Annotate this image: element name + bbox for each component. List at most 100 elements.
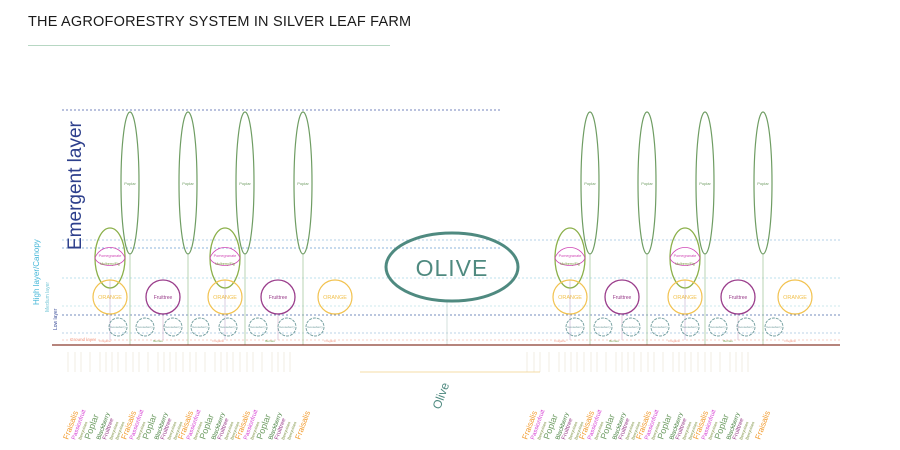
poplar-label: Poplar	[641, 181, 653, 186]
gooseberry-label: Gooseberry	[766, 325, 782, 329]
bottom-plant-label: Berryvines	[573, 421, 584, 440]
bottom-plant-labels: FraisalisPassionfruitBerryvinesPoplarBla…	[61, 352, 772, 441]
pomegranate-canopy	[94, 227, 126, 289]
gooseberry-label: Gooseberry	[137, 325, 153, 329]
bottom-plant-label: Berryvines	[249, 421, 260, 440]
gooseberry-shrub	[277, 317, 297, 337]
poplar-canopy	[235, 111, 255, 255]
gooseberry-label: Gooseberry	[682, 325, 698, 329]
title-divider	[28, 45, 390, 46]
orange-canopy	[317, 279, 353, 315]
orange-canopy	[92, 279, 128, 315]
orange-label: ORANGE	[213, 295, 237, 301]
berries-ground-label: Berries	[609, 339, 619, 343]
gooseberry-label: Gooseberry	[738, 325, 754, 329]
pomegranate-outline	[209, 247, 241, 266]
poplar-canopy	[178, 111, 198, 255]
fragaria-ground-label: Fragaria	[554, 339, 566, 343]
gooseberry-shrub	[650, 317, 670, 337]
poplar-canopy	[753, 111, 773, 255]
fruittree-canopy	[145, 279, 181, 315]
pomegranate-outline	[94, 247, 126, 266]
poplar-canopy	[695, 111, 715, 255]
bottom-plant-label: Berryvines	[630, 421, 641, 440]
bottom-plant-label: Berryvines	[687, 421, 698, 440]
fruittree-label: Fruittree	[154, 295, 173, 301]
bottom-plant-label: Berryvines	[280, 421, 291, 440]
pomegranate-canopy	[209, 227, 241, 289]
orange-label: ORANGE	[558, 295, 582, 301]
bottom-plant-label: Berryvines	[707, 421, 718, 440]
gooseberry-shrub	[736, 317, 756, 337]
olive-bottom-label: Olive	[430, 380, 453, 411]
gooseberry-shrub	[593, 317, 613, 337]
gooseberry-label: Gooseberry	[710, 325, 726, 329]
bottom-plant-label: Berryvines	[108, 421, 119, 440]
bottom-plant-label: Berryvines	[593, 421, 604, 440]
bottom-plant-label: Berryvines	[172, 421, 183, 440]
pomegranate-canopy	[669, 227, 701, 289]
bottom-plant-label: Berryvines	[223, 421, 234, 440]
poplar-label: Poplar	[699, 181, 711, 186]
berries-ground-label: Berries	[265, 339, 275, 343]
poplar-label: Poplar	[239, 181, 251, 186]
fruittree-label: Fruittree	[613, 295, 632, 301]
mulberry-label: Mulberry/Fig	[215, 262, 235, 266]
mulberry-label: Mulberry/Fig	[675, 262, 695, 266]
gooseberry-shrub	[135, 317, 155, 337]
gooseberry-shrub	[163, 317, 183, 337]
poplar-canopy	[637, 111, 657, 255]
layer-label-medium: Medium layer	[45, 282, 51, 312]
berries-ground-label: Berries	[723, 339, 733, 343]
berries-ground-label: Berries	[153, 339, 163, 343]
gooseberry-label: Gooseberry	[110, 325, 126, 329]
olive-label: OLIVE	[416, 255, 489, 281]
orange-canopy	[207, 279, 243, 315]
gooseberry-shrub	[680, 317, 700, 337]
pomegranate-label: Pomegranate	[559, 254, 582, 258]
poplar-canopy	[120, 111, 140, 255]
fruittree-canopy	[260, 279, 296, 315]
gooseberry-shrub	[108, 317, 128, 337]
layer-guidelines	[62, 109, 840, 341]
bottom-plant-label: Berryvines	[567, 421, 578, 440]
bottom-plant-label: Berryvines	[135, 421, 146, 440]
orange-label: ORANGE	[98, 295, 122, 301]
fruittree-canopy	[720, 279, 756, 315]
fruittree-label: Fruittree	[269, 295, 288, 301]
bottom-plant-label: Berryvines	[650, 421, 661, 440]
gooseberry-shrub	[764, 317, 784, 337]
orange-canopy	[667, 279, 703, 315]
mulberry-label: Mulberry/Fig	[560, 262, 580, 266]
poplar-label: Poplar	[757, 181, 769, 186]
gooseberry-label: Gooseberry	[623, 325, 639, 329]
pomegranate-label: Pomegranate	[214, 254, 237, 258]
bottom-plant-label: Berryvines	[229, 421, 240, 440]
poplar-label: Poplar	[297, 181, 309, 186]
gooseberry-label: Gooseberry	[567, 325, 583, 329]
bottom-plant-label: Berryvines	[536, 421, 547, 440]
poplar-label: Poplar	[182, 181, 194, 186]
plants-group: OLIVE Poplar Poplar Poplar Poplar Poplar Popla…	[92, 111, 813, 345]
gooseberry-label: Gooseberry	[279, 325, 295, 329]
pomegranate-label: Pomegranate	[99, 254, 122, 258]
pomegranate-label: Pomegranate	[674, 254, 697, 258]
fragaria-ground-label: Fragaria	[99, 339, 111, 343]
bottom-plant-label: Berryvines	[77, 421, 88, 440]
gooseberry-shrub	[218, 317, 238, 337]
gooseberry-shrub	[248, 317, 268, 337]
gooseberry-label: Gooseberry	[165, 325, 181, 329]
fragaria-ground-label: Fragaria	[668, 339, 680, 343]
bottom-plant-label: Berryvines	[624, 421, 635, 440]
fruittree-canopy	[604, 279, 640, 315]
pomegranate-canopy	[554, 227, 586, 289]
orange-label: ORANGE	[783, 295, 807, 301]
gooseberry-label: Gooseberry	[250, 325, 266, 329]
bottom-plant-label: Berryvines	[738, 421, 749, 440]
layer-label-ground: Ground layer	[70, 337, 97, 342]
layer-label-low: Low layer	[53, 308, 59, 330]
pomegranate-outline	[554, 247, 586, 266]
fruittree-label: Fruittree	[729, 295, 748, 301]
